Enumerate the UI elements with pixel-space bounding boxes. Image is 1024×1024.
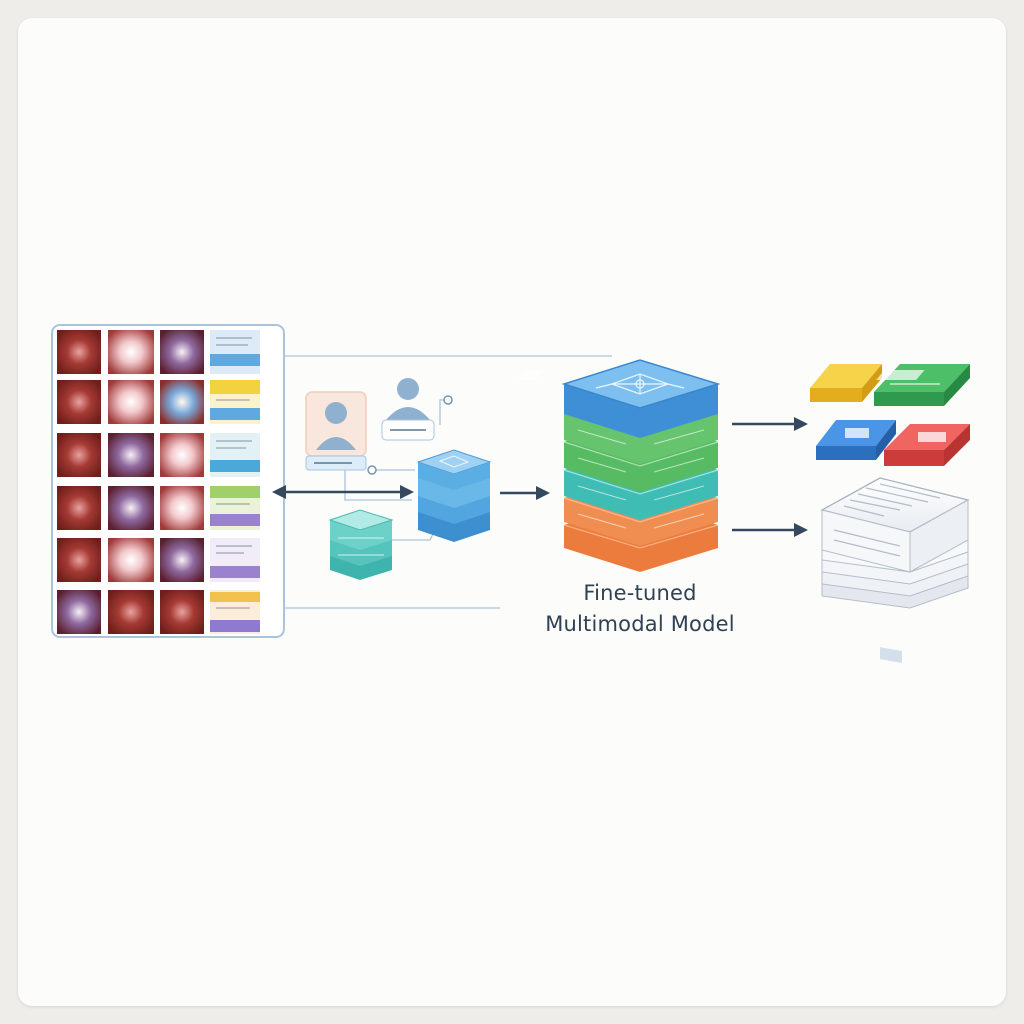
arrow-to-reports-icon [732, 523, 808, 537]
dataset-panel [51, 324, 285, 638]
tissue-image [108, 433, 154, 477]
tissue-image [160, 590, 204, 634]
user-network-icon [367, 378, 453, 475]
tissue-image [57, 380, 101, 424]
tissue-image [160, 380, 204, 424]
red-card [884, 424, 970, 466]
tissue-image [160, 538, 204, 582]
tissue-image [160, 433, 204, 477]
model-caption: Fine-tuned Multimodal Model [500, 578, 780, 640]
data-stack-icon [416, 449, 492, 542]
green-card [874, 364, 970, 406]
tissue-image [108, 486, 154, 530]
tissue-image [108, 380, 154, 424]
double-arrow-icon [272, 485, 414, 499]
yellow-card [517, 364, 882, 402]
tissue-image [108, 538, 154, 582]
model-caption-line1: Fine-tuned [583, 581, 697, 605]
tissue-image-grid [57, 330, 204, 634]
tissue-image [57, 538, 101, 582]
layered-model-stack-icon [561, 359, 721, 572]
tissue-image [57, 433, 101, 477]
arrow-to-model-icon [500, 486, 550, 500]
teal-stack-icon [328, 509, 394, 580]
output-category-cards-icon [517, 364, 970, 466]
arrow-to-categories-icon [732, 417, 808, 431]
tissue-image [160, 486, 204, 530]
tissue-image [57, 486, 101, 530]
blue-card [816, 420, 896, 460]
tissue-image [108, 330, 154, 374]
tissue-image [108, 590, 154, 634]
report-documents-icon [820, 477, 970, 664]
tissue-image [57, 330, 101, 374]
model-caption-line2: Multimodal Model [545, 612, 735, 636]
tissue-image [160, 330, 204, 374]
label-strip-column [210, 330, 260, 634]
tissue-image [57, 590, 101, 634]
user-profile-icon [305, 391, 367, 471]
